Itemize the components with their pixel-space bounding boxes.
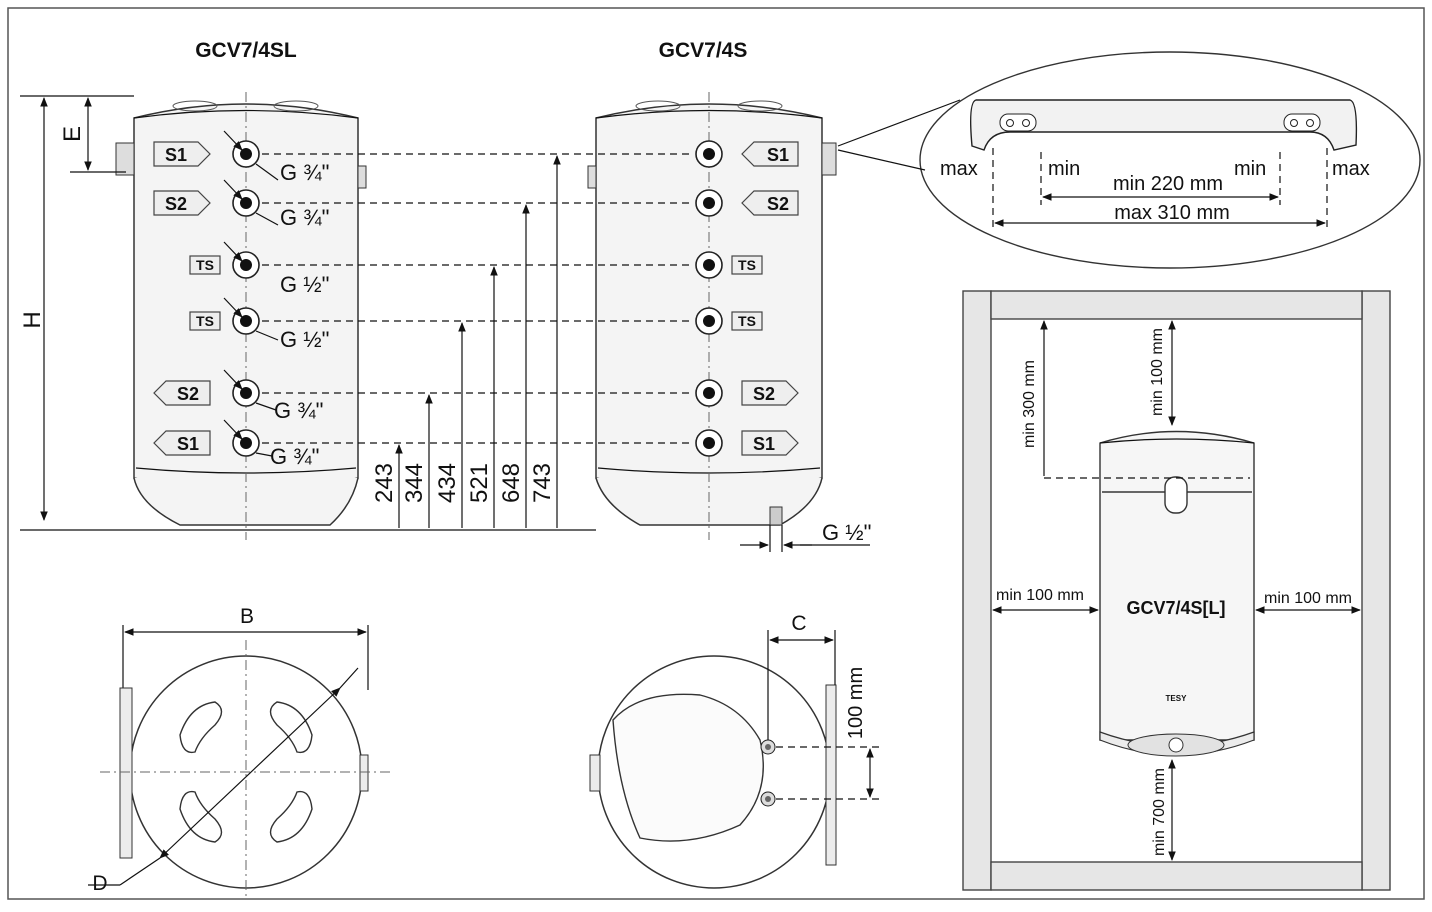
top-view-left: B D	[88, 605, 390, 900]
left-model-title: GCV7/4SL	[195, 39, 297, 62]
brand-logo: TESY	[1166, 694, 1188, 703]
bracket-max-right: max	[1332, 158, 1370, 180]
bracket-min-span: min 220 mm	[1113, 173, 1223, 195]
port-row-left-3: TS G ½"	[189, 241, 329, 297]
port-tag: S2	[767, 194, 789, 214]
port-row-left-6: S1 G ¾"	[153, 419, 319, 469]
height-434: 434	[434, 463, 461, 503]
port-row-right-6: S1	[695, 429, 799, 457]
ceiling-clearance: min 300 mm	[1021, 360, 1038, 448]
height-dimensions: 243 344 434 521 648 743	[371, 155, 561, 528]
bottom-clearance: min 700 mm	[1151, 768, 1168, 856]
right-model-title: GCV7/4S	[659, 39, 748, 62]
port-row-left-2: S2 G ¾"	[153, 179, 329, 230]
height-648: 648	[498, 463, 525, 503]
c-label: C	[791, 612, 806, 635]
d-label: D	[92, 872, 107, 895]
left-clearance: min 100 mm	[996, 587, 1084, 604]
port-tag: S1	[767, 145, 789, 165]
bracket-max-span: max 310 mm	[1114, 202, 1230, 224]
drain-dimension: G ½"	[740, 520, 871, 552]
arrow-in-icon	[741, 141, 799, 167]
installation-diagram: TESY GCV7/4S[L] min 100 mm min 300 mm mi…	[962, 290, 1391, 891]
port-row-left-4: TS G ½"	[189, 297, 329, 352]
arrow-out-icon	[153, 380, 211, 406]
port-tag: S2	[753, 384, 775, 404]
arrow-in-icon	[153, 190, 211, 216]
arrow-in-icon	[153, 141, 211, 167]
bracket-min-right: min	[1234, 158, 1266, 180]
port-tag: S2	[177, 384, 199, 404]
arrow-in-icon	[741, 190, 799, 216]
arrow-out-icon	[741, 430, 799, 456]
drain-thread-label: G ½"	[822, 520, 871, 545]
port-row-right-1: S1	[695, 140, 799, 168]
height-344: 344	[401, 463, 428, 503]
port-row-right-4: TS	[695, 307, 763, 335]
thread-label: G ½"	[280, 272, 329, 297]
bracket-detail: max min min max min 220 mm max 310 mm	[837, 51, 1421, 269]
port-row-left-1: S1 G ¾"	[153, 130, 329, 185]
port-tag: S1	[165, 145, 187, 165]
port-connectors	[262, 153, 694, 444]
height-243: 243	[371, 463, 398, 503]
h-label: H	[19, 311, 46, 328]
bracket-max-left: max	[940, 158, 978, 180]
spacing-label: 100 mm	[845, 667, 867, 739]
bracket-min-left: min	[1048, 158, 1080, 180]
port-row-left-5: S2 G ¾"	[153, 369, 323, 423]
port-row-right-3: TS	[695, 251, 763, 279]
thread-label: G ¾"	[270, 444, 319, 469]
port-tag: TS	[738, 313, 756, 329]
b-label: B	[240, 605, 254, 628]
port-tag: TS	[196, 257, 214, 273]
arrow-out-icon	[153, 430, 211, 456]
port-row-right-5: S2	[695, 379, 799, 407]
height-521: 521	[466, 463, 493, 503]
port-tag: S2	[165, 194, 187, 214]
right-clearance: min 100 mm	[1264, 590, 1352, 607]
e-label: E	[59, 126, 86, 142]
height-743: 743	[529, 463, 556, 503]
thread-label: G ¾"	[280, 160, 329, 185]
thread-label: G ¾"	[280, 205, 329, 230]
port-row-right-2: S2	[695, 189, 799, 217]
arrow-out-icon	[741, 380, 799, 406]
outer-frame	[7, 7, 1425, 900]
thread-label: G ½"	[280, 327, 329, 352]
top-clearance: min 100 mm	[1149, 328, 1166, 416]
install-model-label: GCV7/4S[L]	[1126, 598, 1225, 618]
port-tag: S1	[177, 434, 199, 454]
thread-label: G ¾"	[274, 398, 323, 423]
port-tag: S1	[753, 434, 775, 454]
port-tag: TS	[738, 257, 756, 273]
port-tag: TS	[196, 313, 214, 329]
top-view-right: C 100 mm	[589, 612, 880, 889]
